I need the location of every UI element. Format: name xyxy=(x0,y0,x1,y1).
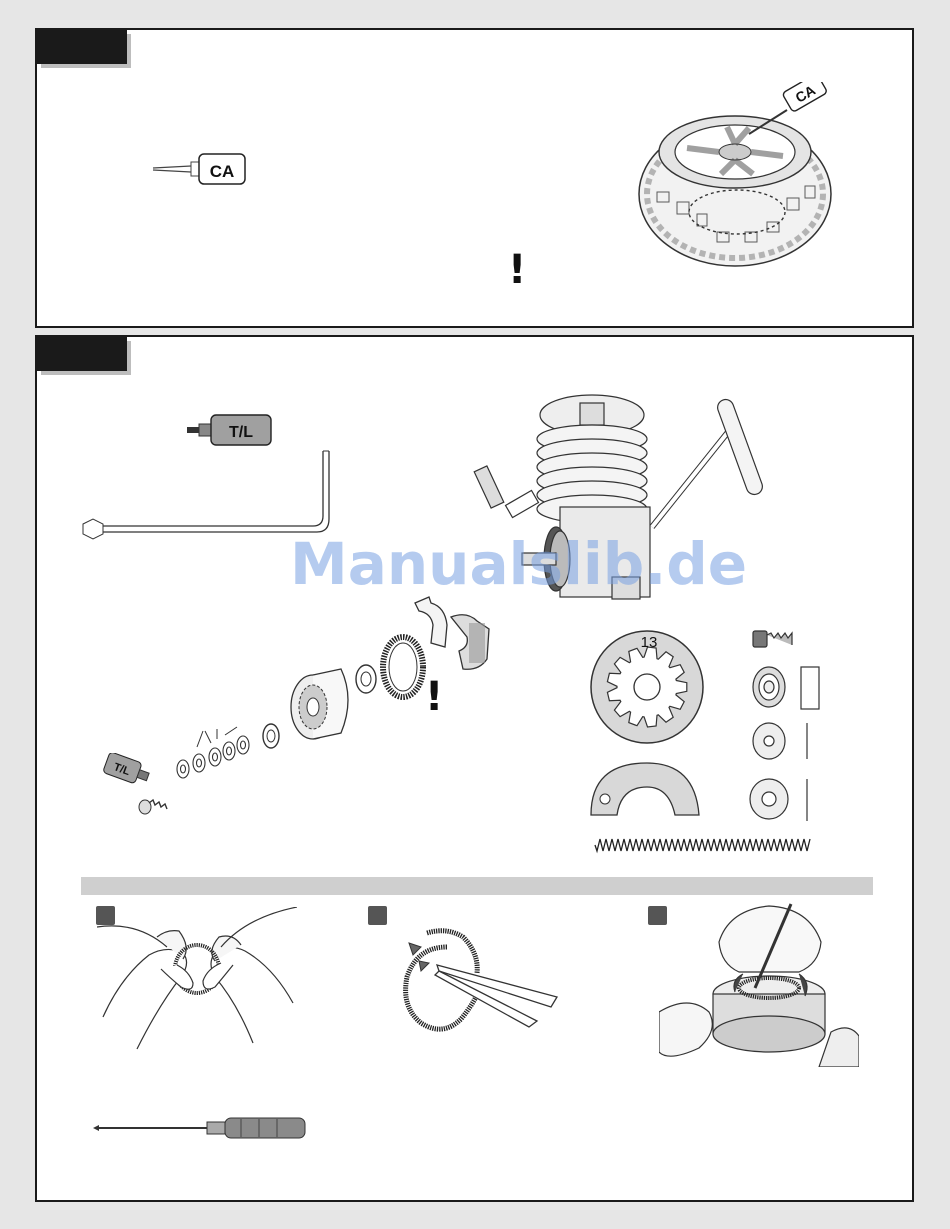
warning-exclamation-icon: ! xyxy=(425,677,443,717)
threadlock-screw-icon: T/L xyxy=(101,753,191,819)
clutch-gear-part: 13 xyxy=(587,627,707,747)
threadlock-bottle-icon: T/L xyxy=(187,413,277,449)
screwdriver-icon xyxy=(91,1113,321,1143)
ca-glue-bottle-icon: CA xyxy=(151,148,251,188)
warning-exclamation-icon: ! xyxy=(508,250,526,290)
substep-2-tab xyxy=(368,906,387,925)
threadlock-label: T/L xyxy=(229,424,253,441)
spring-part xyxy=(593,835,813,855)
step-panel-clutch-assembly: T/L xyxy=(35,335,914,1202)
tire-illustration: CA xyxy=(637,82,847,272)
gear-teeth-label: 13 xyxy=(641,634,658,651)
step-panel-tire-glue: CA ! CA xyxy=(35,28,914,328)
sub-steps-header-bar xyxy=(81,877,873,895)
substep-2-pliers-illustration xyxy=(387,927,567,1037)
step-number-tab xyxy=(37,30,127,64)
substep-1-hands-illustration xyxy=(97,907,297,1057)
watermark-text: Manualslib.de xyxy=(290,530,747,598)
substep-3-install-illustration xyxy=(659,902,859,1067)
bearing-small xyxy=(259,721,285,751)
ca-label: CA xyxy=(210,162,235,181)
step-number-tab xyxy=(37,337,127,371)
clutch-plate-part xyxy=(587,757,707,827)
clutch-bell xyxy=(283,659,363,749)
hardware-parts-column xyxy=(749,629,829,829)
